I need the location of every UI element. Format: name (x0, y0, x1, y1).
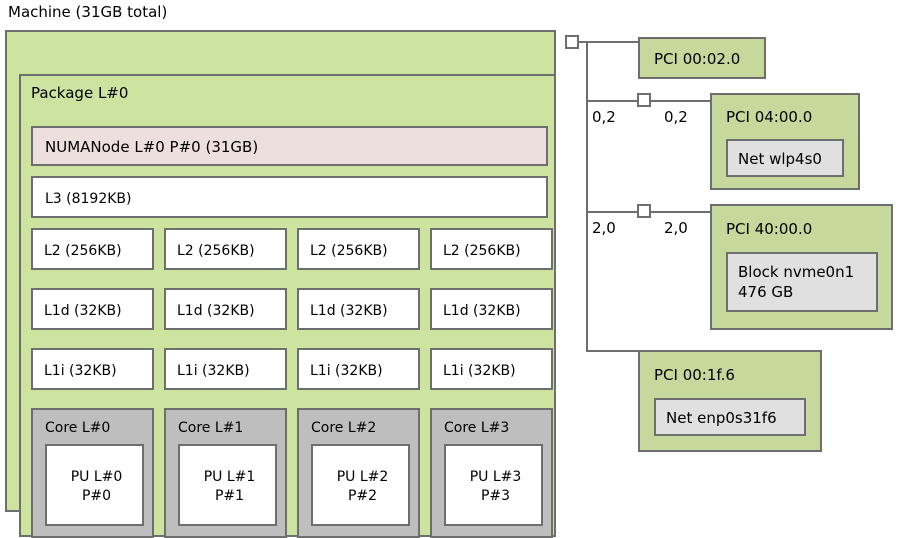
core-label: Core L#3 (444, 420, 510, 436)
package-title: Package L#0 (31, 84, 129, 102)
l2-cache-label: L2 (256KB) (443, 243, 521, 259)
package-box[interactable]: Package L#0 NUMANode L#0 P#0 (31GB) L3 (… (19, 74, 556, 538)
l1d-cache-label: L1d (32KB) (177, 303, 255, 319)
topology-diagram: Machine (31GB total) Package L#0 NUMANod… (5, 3, 893, 538)
machine-title: Machine (31GB total) (8, 3, 168, 21)
osdev-label: Net enp0s31f6 (666, 409, 777, 427)
l1i-cache-box[interactable]: L1i (32KB) (31, 348, 154, 390)
osdev-box[interactable]: Net wlp4s0 (726, 139, 844, 177)
l2-cache-box[interactable]: L2 (256KB) (31, 228, 154, 270)
core-label: Core L#0 (45, 420, 111, 436)
io-branch-line (586, 100, 640, 102)
l1i-cache-label: L1i (32KB) (310, 363, 383, 379)
l1d-cache-box[interactable]: L1d (32KB) (31, 288, 154, 330)
l2-cache-box[interactable]: L2 (256KB) (297, 228, 420, 270)
core-label: Core L#1 (178, 420, 244, 436)
l2-cache-label: L2 (256KB) (310, 243, 388, 259)
l1i-cache-label: L1i (32KB) (177, 363, 250, 379)
pci-device-label: PCI 40:00.0 (726, 220, 813, 238)
io-trunk-line (586, 41, 588, 351)
io-edge-label-left: 2,0 (592, 219, 616, 237)
io-branch-line (586, 41, 640, 43)
l1d-cache-label: L1d (32KB) (443, 303, 521, 319)
pci-bridge-square[interactable] (637, 93, 651, 107)
machine-box[interactable]: Package L#0 NUMANode L#0 P#0 (31GB) L3 (… (5, 30, 556, 538)
pci-device-box[interactable]: PCI 04:00.0 Net wlp4s0 (710, 93, 860, 190)
pci-device-box[interactable]: PCI 00:02.0 (638, 37, 766, 79)
io-root-stub (578, 41, 588, 43)
l1i-cache-box[interactable]: L1i (32KB) (430, 348, 553, 390)
l1d-cache-box[interactable]: L1d (32KB) (297, 288, 420, 330)
l3-cache-box[interactable]: L3 (8192KB) (31, 176, 548, 218)
pci-device-label: PCI 00:02.0 (654, 50, 741, 68)
l3-cache-label: L3 (8192KB) (45, 191, 132, 207)
osdev-label: Net wlp4s0 (738, 150, 822, 168)
pci-device-label: PCI 04:00.0 (726, 108, 813, 126)
io-root-square[interactable] (565, 35, 579, 49)
l1d-cache-label: L1d (32KB) (310, 303, 388, 319)
io-branch-line (650, 100, 712, 102)
core-label: Core L#2 (311, 420, 377, 436)
l1i-cache-box[interactable]: L1i (32KB) (297, 348, 420, 390)
io-branch-line (586, 211, 640, 213)
l1i-cache-label: L1i (32KB) (44, 363, 117, 379)
l1d-cache-label: L1d (32KB) (44, 303, 122, 319)
l2-cache-label: L2 (256KB) (44, 243, 122, 259)
l1i-cache-box[interactable]: L1i (32KB) (164, 348, 287, 390)
io-edge-label-right: 2,0 (664, 219, 688, 237)
io-edge-label-left: 0,2 (592, 108, 616, 126)
pci-bridge-square[interactable] (637, 204, 651, 218)
l1d-cache-box[interactable]: L1d (32KB) (430, 288, 553, 330)
numanode-box[interactable]: NUMANode L#0 P#0 (31GB) (31, 126, 548, 166)
l2-cache-box[interactable]: L2 (256KB) (430, 228, 553, 270)
pci-device-label: PCI 00:1f.6 (654, 366, 735, 384)
numanode-label: NUMANode L#0 P#0 (31GB) (45, 138, 259, 156)
osdev-box[interactable]: Net enp0s31f6 (654, 398, 806, 436)
io-edge-label-right: 0,2 (664, 108, 688, 126)
io-branch-line (650, 211, 712, 213)
pci-device-box[interactable]: PCI 00:1f.6 Net enp0s31f6 (638, 350, 822, 452)
l1i-cache-label: L1i (32KB) (443, 363, 516, 379)
l1d-cache-box[interactable]: L1d (32KB) (164, 288, 287, 330)
l2-cache-box[interactable]: L2 (256KB) (164, 228, 287, 270)
io-branch-line (586, 350, 640, 352)
l2-cache-label: L2 (256KB) (177, 243, 255, 259)
